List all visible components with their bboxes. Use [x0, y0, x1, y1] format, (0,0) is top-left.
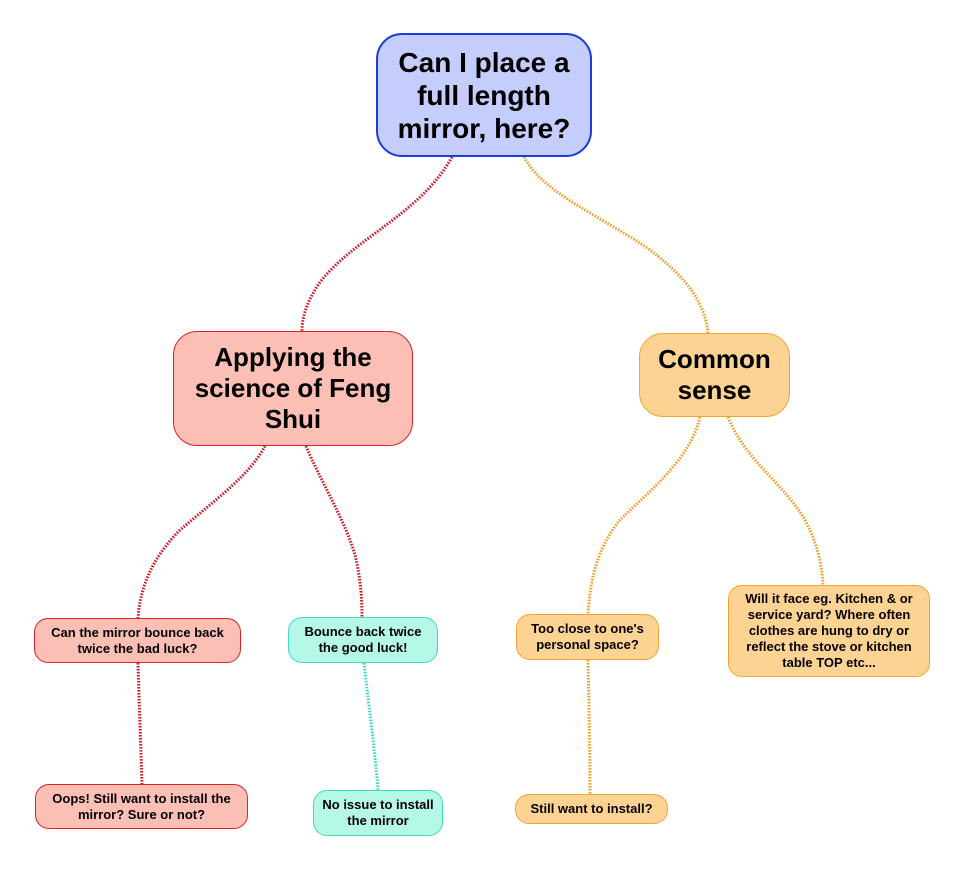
no-issue-node-label: No issue to install the mirror	[322, 797, 434, 828]
edge-too-close-still-install	[586, 659, 592, 795]
root-node-label: Can I place a full length mirror, here?	[397, 46, 571, 144]
oops-node-label: Oops! Still want to install the mirror? …	[52, 790, 231, 822]
common-sense-node-label: Common sense	[658, 344, 771, 405]
face-kitchen-node[interactable]: Will it face eg. Kitchen & or service ya…	[728, 585, 930, 677]
edge-feng-shui-good-luck	[304, 445, 364, 618]
common-sense-node[interactable]: Common sense	[639, 333, 790, 417]
bad-luck-node[interactable]: Can the mirror bounce back twice the bad…	[34, 618, 241, 663]
edge-good-luck-no-issue	[362, 662, 380, 791]
edge-root-common-sense	[522, 156, 710, 334]
feng-shui-node[interactable]: Applying the science of Feng Shui	[173, 331, 413, 446]
no-issue-node[interactable]: No issue to install the mirror	[313, 790, 443, 836]
oops-node[interactable]: Oops! Still want to install the mirror? …	[35, 784, 248, 829]
edge-common-sense-face-kitchen	[726, 416, 825, 586]
edge-bad-luck-oops	[136, 662, 144, 785]
still-install-node-label: Still want to install?	[530, 801, 653, 816]
edge-common-sense-too-close	[586, 416, 702, 615]
good-luck-node[interactable]: Bounce back twice the good luck!	[288, 617, 438, 663]
edge-feng-shui-bad-luck	[136, 445, 267, 619]
too-close-node[interactable]: Too close to one's personal space?	[516, 614, 659, 660]
good-luck-node-label: Bounce back twice the good luck!	[304, 624, 422, 655]
still-install-node[interactable]: Still want to install?	[515, 794, 668, 824]
edge-root-feng-shui	[300, 156, 454, 332]
too-close-node-label: Too close to one's personal space?	[531, 621, 644, 652]
face-kitchen-node-label: Will it face eg. Kitchen & or service ya…	[745, 591, 913, 670]
root-node[interactable]: Can I place a full length mirror, here?	[376, 33, 592, 157]
bad-luck-node-label: Can the mirror bounce back twice the bad…	[51, 624, 224, 656]
feng-shui-node-label: Applying the science of Feng Shui	[194, 342, 392, 434]
